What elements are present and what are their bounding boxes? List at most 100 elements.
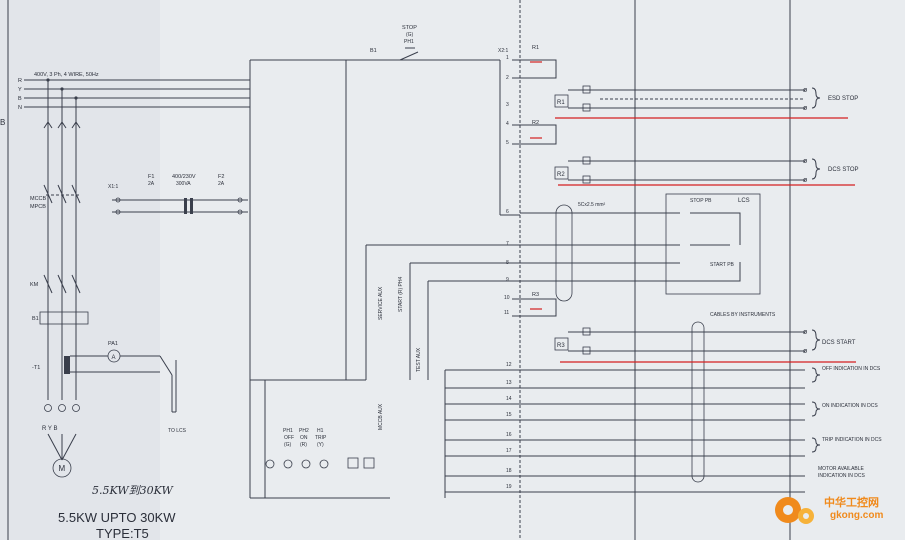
cable-spec: 5Cx2.5 mm² — [578, 202, 606, 208]
dcs-start-circuit: R3 CABLES BY INSTRUMENTS øø DCS START — [554, 312, 856, 483]
dcs-relays: R1 R2 R3 — [512, 45, 557, 317]
handwritten-note: 5.5KW到30KW — [92, 484, 174, 497]
phase-r: R — [18, 78, 22, 84]
x2-terminal: X2:1 — [498, 48, 509, 54]
motor-letter: M — [59, 464, 66, 473]
stop-label: STOP — [402, 25, 417, 31]
fuse-f2-rating: 2A — [218, 181, 225, 187]
lcs-circuit: 5Cx2.5 mm² LCS STOP PB START PB — [500, 193, 761, 302]
fuse-f2: F2 — [218, 174, 224, 180]
control-supply: X1:1 F1 2A 400/230V 300VA F2 2A — [108, 174, 248, 215]
ct-label: -T1 — [32, 365, 40, 371]
term-1: 1 — [506, 55, 509, 61]
sheet-title: 5.5KW UPTO 30KW — [58, 510, 176, 525]
dcs-start-tag: R3 — [557, 343, 565, 349]
terminal-strip: 1 2 3 4 5 6 7 8 9 10 11 — [504, 55, 510, 316]
service-aux: SERVICE AUX — [378, 286, 384, 320]
trip-indication: TRIP INDICATION IN DCS — [822, 437, 882, 443]
term-18: 18 — [506, 468, 512, 474]
term-9: 9 — [506, 277, 509, 283]
svg-text:ø: ø — [803, 87, 808, 94]
lcs-title: LCS — [738, 198, 750, 204]
off-indication: OFF INDICATION IN DCS — [822, 366, 881, 372]
lamp-h1-tag: H1 — [317, 428, 324, 434]
lamp-ph2-color: (R) — [300, 442, 307, 448]
svg-text:A: A — [112, 355, 116, 361]
term-15: 15 — [506, 412, 512, 418]
svg-text:ø: ø — [803, 177, 808, 184]
term-14: 14 — [506, 396, 512, 402]
dcs-stop-label: DCS STOP — [828, 167, 859, 173]
mccb-aux: MCCB AUX — [378, 403, 384, 430]
watermark-logo: 中华工控网 gkong.com — [768, 486, 898, 534]
left-edge-letter: B — [0, 118, 5, 127]
term-6: 6 — [506, 209, 509, 215]
breaker-label: MCCB — [30, 196, 47, 202]
dcs-stop-tag: R2 — [557, 172, 565, 178]
term-16: 16 — [506, 432, 512, 438]
esd-stop-circuit: R1 ø ø ESD STOP — [554, 85, 858, 119]
cables-by-label: CABLES BY INSTRUMENTS — [710, 312, 776, 318]
term-13: 13 — [506, 380, 512, 386]
breaker-sublabel: MPCB — [30, 204, 46, 210]
indication-lamps: PH1 OFF (G) PH2 ON (R) H1 TRIP (Y) — [250, 380, 390, 499]
esd-stop-label: ESD STOP — [828, 96, 858, 102]
lamp-ph1-state: OFF — [284, 435, 294, 441]
lamp-ph1-color: (G) — [284, 442, 292, 448]
b1-contact-label: B1 — [370, 48, 377, 54]
start-aux: START (R) PH4 — [398, 276, 404, 312]
watermark-title: 中华工控网 — [824, 496, 879, 509]
phase-y: Y — [18, 87, 22, 93]
fuse-f1: F1 — [148, 174, 154, 180]
svg-text:ø: ø — [803, 105, 808, 112]
lamp-ph1-tag: PH1 — [283, 428, 293, 434]
stop-tag: PH1 — [404, 39, 414, 45]
phase-b: B — [18, 96, 22, 102]
term-17: 17 — [506, 448, 512, 454]
term-19: 19 — [506, 484, 512, 490]
motor-symbol — [52, 458, 72, 478]
relay-r2: R2 — [532, 120, 539, 126]
svg-text:ø: ø — [803, 348, 808, 355]
transformer-ratio: 400/230V — [172, 174, 196, 180]
test-aux: TEST AUX — [416, 347, 422, 372]
indication-labels: OFF INDICATION IN DCS ON INDICATION IN D… — [818, 366, 882, 479]
term-12: 12 — [506, 362, 512, 368]
lamp-ph2-tag: PH2 — [299, 428, 309, 434]
term-11: 11 — [504, 310, 509, 316]
term-2: 2 — [506, 75, 509, 81]
control-circuit: STOP (G) PH1 B1 X2:1 — [249, 25, 520, 498]
dcs-outputs: 12 13 14 15 16 17 18 19 — [444, 362, 821, 498]
to-lcs-label: TO LCS — [168, 428, 187, 434]
supply-label: 400V, 3 Ph, 4 WIRE, 50Hz — [34, 72, 99, 78]
overload-label: B1 — [32, 316, 39, 322]
on-indication: ON INDICATION IN DCS — [822, 403, 878, 409]
lcs-start-pb: START PB — [710, 262, 735, 268]
lcs-box — [665, 193, 761, 295]
svg-text:ø: ø — [803, 158, 808, 165]
fuse-f1-rating: 2A — [148, 181, 155, 187]
stop-color: (G) — [406, 32, 414, 38]
sheet-type: TYPE:T5 — [96, 526, 149, 540]
contactor-label: KM — [30, 282, 39, 288]
lcs-stop-pb: STOP PB — [690, 198, 712, 204]
term-4: 4 — [506, 121, 509, 127]
motor-terminals: R Y B — [42, 426, 57, 432]
esd-tag: R1 — [557, 100, 565, 106]
ammeter-label: PA1 — [108, 341, 118, 347]
dcs-stop-circuit: R2 ø ø DCS STOP — [554, 156, 859, 186]
term-5: 5 — [506, 140, 509, 146]
lamp-h1-color: (Y) — [317, 442, 324, 448]
x1-terminal: X1:1 — [108, 184, 119, 190]
transformer-rating: 300VA — [176, 181, 191, 187]
aux-contacts: SERVICE AUX START (R) PH4 TEST AUX MCCB … — [250, 244, 500, 430]
term-10: 10 — [504, 295, 510, 301]
power-section: 400V, 3 Ph, 4 WIRE, 50Hz R Y B N MCCB MP… — [18, 72, 250, 478]
lamp-h1-state: TRIP — [315, 435, 327, 441]
phase-n: N — [18, 105, 22, 111]
phase-labels: R Y B N — [18, 78, 22, 111]
motor-available-indication: MOTOR AVAILABLE INDICATION IN DCS — [818, 466, 865, 479]
gear-icon — [775, 497, 814, 524]
watermark-url: gkong.com — [830, 510, 884, 521]
